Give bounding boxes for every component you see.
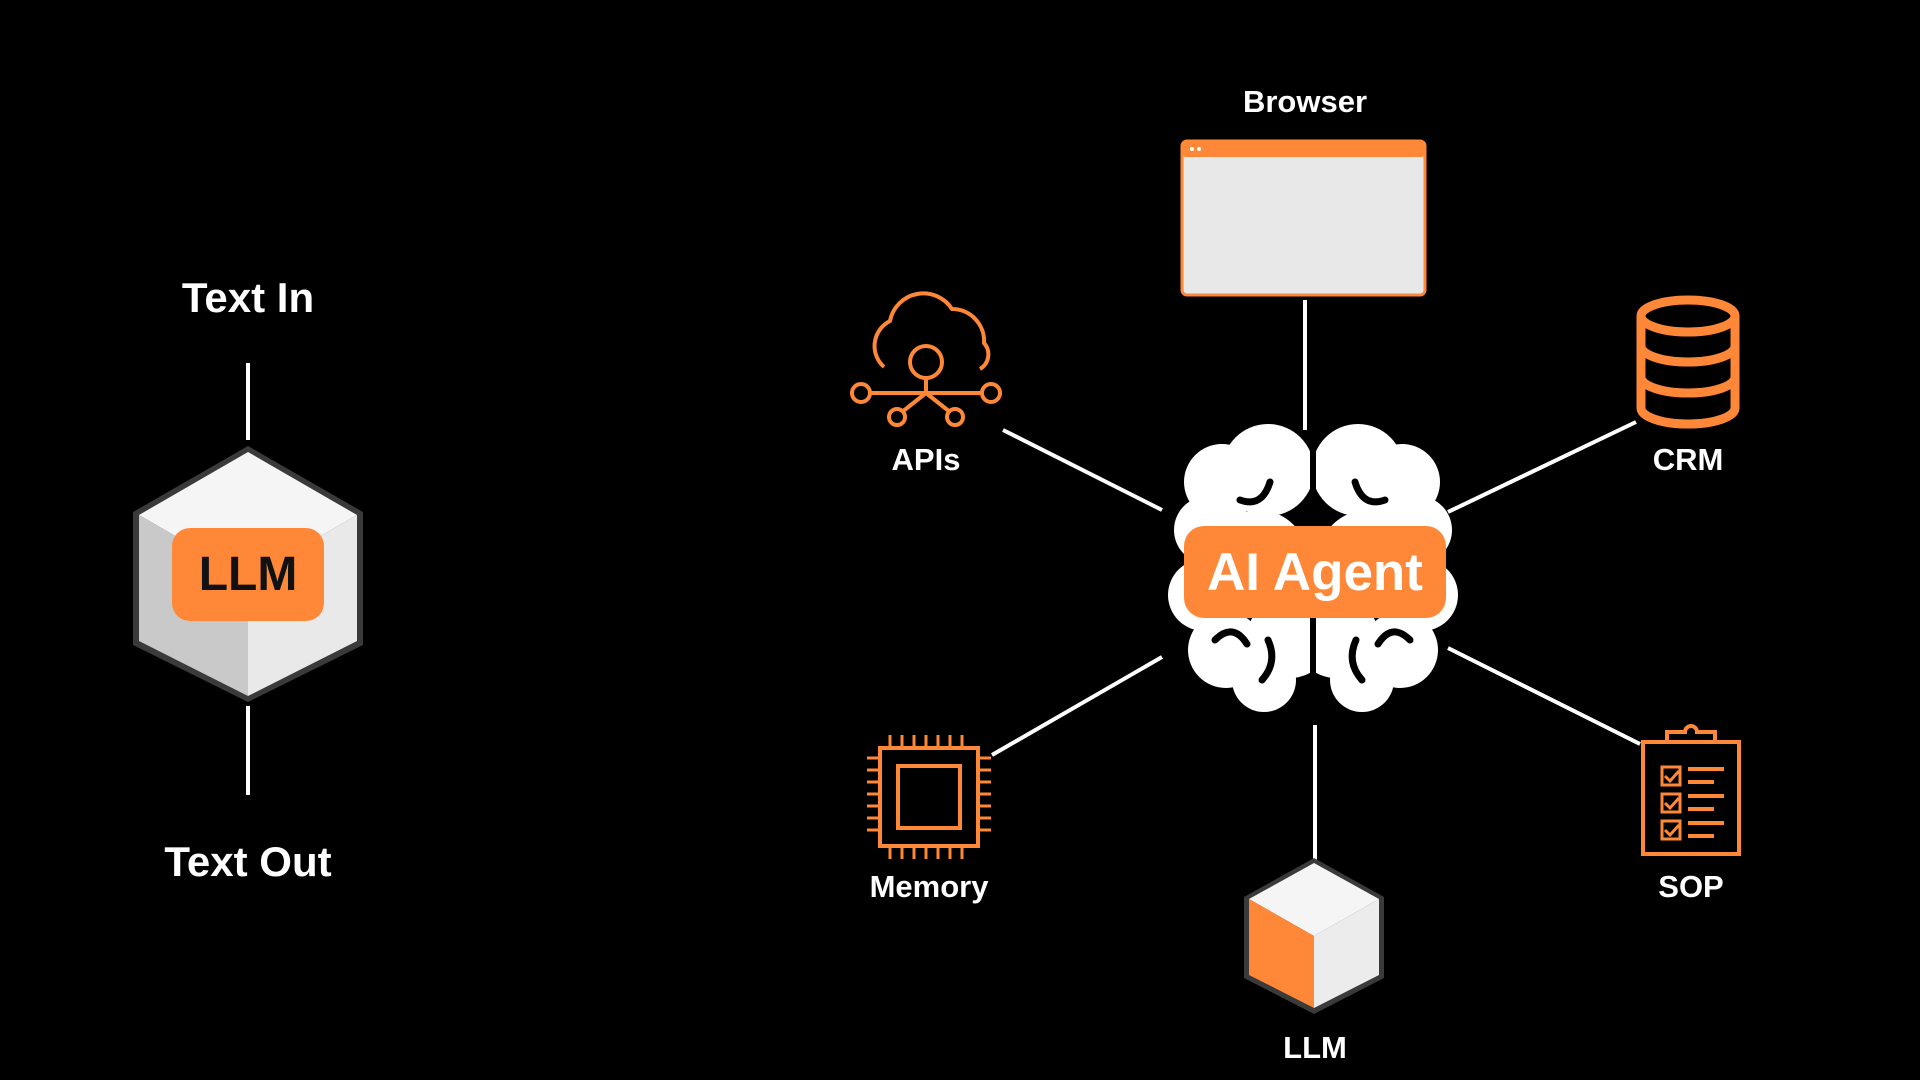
crm-label: CRM (1652, 442, 1724, 477)
checklist-clipboard-icon (1641, 724, 1741, 856)
llm-center-label: LLM (172, 528, 324, 621)
sop-connector (1447, 646, 1641, 746)
llm-node-cube-icon (1244, 858, 1384, 1014)
chip-icon (867, 735, 991, 859)
llm-node-label: LLM (1283, 1030, 1347, 1065)
text-out-label: Text Out (164, 838, 332, 885)
apis-connector (1002, 428, 1163, 512)
text-in-label: Text In (181, 274, 315, 321)
database-icon (1636, 295, 1740, 429)
browser-window-icon (1180, 139, 1427, 297)
cloud-network-icon (850, 291, 1002, 427)
memory-label: Memory (869, 869, 989, 904)
browser-label: Browser (1242, 84, 1368, 119)
sop-label: SOP (1658, 869, 1724, 904)
agent-connectors (991, 300, 1641, 860)
memory-connector (991, 655, 1163, 757)
apis-label: APIs (891, 442, 961, 477)
crm-connector (1447, 420, 1637, 514)
ai-agent-label: AI Agent (1184, 526, 1446, 618)
